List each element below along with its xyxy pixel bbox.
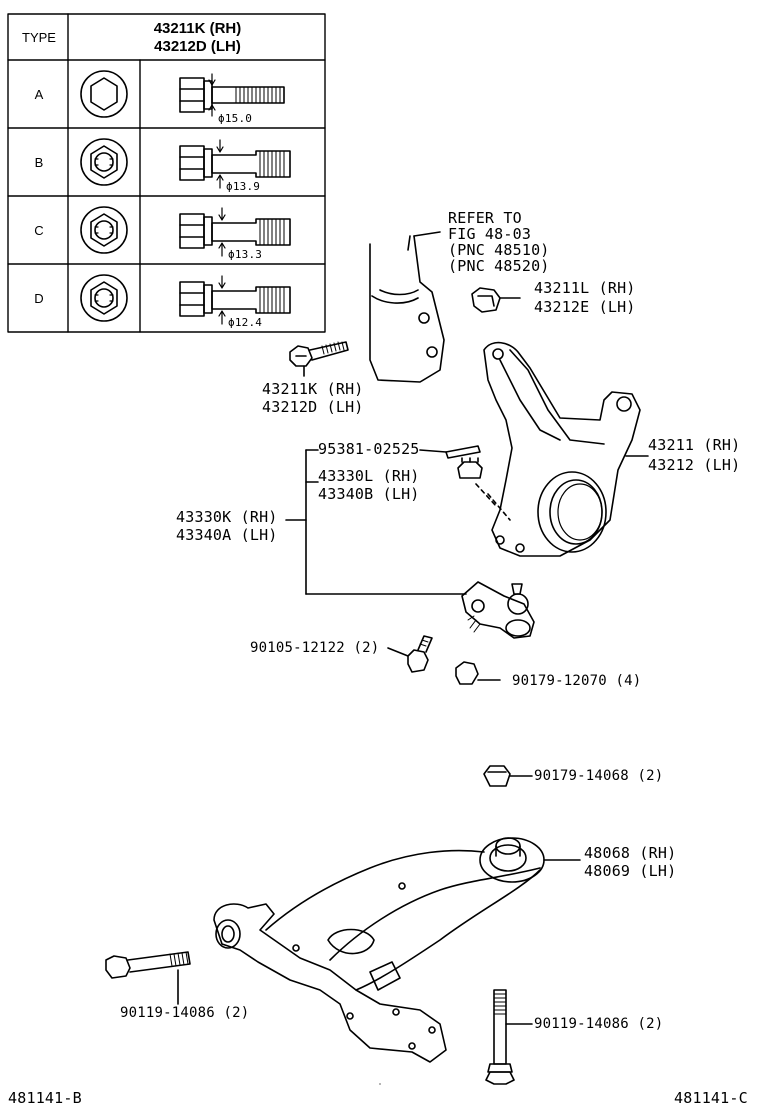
head-view-c (80, 206, 128, 254)
balljoint-bracket-leader (285, 449, 467, 595)
table-row-type: B (34, 155, 44, 170)
refer-note-line-4: (PNC 48520) (448, 257, 550, 275)
label-cotter-pin: 95381-02525 (318, 440, 420, 458)
diagram-code-left: 481141-B (8, 1089, 82, 1107)
label-balljoint-lh: 43340A (LH) (176, 526, 278, 544)
label-knuckle-lh: 43212 (LH) (648, 456, 741, 474)
label-bolt-right: 90119-14086 (2) (534, 1016, 664, 1032)
refer-note-line-2: FIG 48-03 (448, 225, 532, 243)
bolt-side-views (179, 73, 291, 325)
label-nut-90179-14068: 90179-14068 (2) (534, 768, 664, 784)
table-part-header-2: 43212D (LH) (154, 38, 241, 55)
head-view-a (80, 70, 128, 118)
label-knuckle-rh: 43211 (RH) (648, 436, 741, 454)
label-bolt-90105: 90105-12122 (2) (250, 640, 380, 656)
nut-90179-14068 (483, 765, 533, 787)
bolt-43211k (289, 341, 349, 377)
side-view-d (179, 275, 291, 325)
refer-note-line-3: (PNC 48510) (448, 241, 550, 259)
bolt-90119-right (485, 989, 533, 1085)
steering-knuckle (483, 341, 649, 557)
table-row-type: D (34, 291, 44, 306)
table-row-diameter: ϕ12.4 (228, 316, 263, 329)
table-row-diameter: ϕ15.0 (218, 112, 253, 125)
nut-90179-12070 (455, 661, 501, 685)
ball-joint (461, 581, 535, 639)
label-arm-rh: 48068 (RH) (584, 844, 677, 862)
table-row-diameter: ϕ13.3 (228, 248, 263, 261)
side-view-b (179, 139, 291, 189)
table-row-type: A (34, 87, 44, 102)
label-nut-lh: 43212E (LH) (534, 298, 636, 316)
label-bj-nut-rh: 43330L (RH) (318, 467, 420, 485)
strut-outline (369, 231, 445, 383)
table-row-type: C (34, 223, 44, 238)
label-arm-lh: 48069 (LH) (584, 862, 677, 880)
table-type-header: TYPE (22, 30, 56, 45)
castle-nut (457, 457, 511, 521)
lower-control-arm (213, 837, 581, 1063)
bolt-90105 (387, 635, 433, 673)
label-bolt-left: 90119-14086 (2) (120, 1005, 250, 1021)
bolt-head-end-views (80, 70, 128, 322)
bolt-type-table (7, 13, 326, 333)
side-view-a (179, 73, 285, 117)
label-bolt-rh: 43211K (RH) (262, 380, 364, 398)
bolt-90119-left (105, 951, 191, 1005)
head-view-d (80, 274, 128, 322)
table-row-diameter: ϕ13.9 (226, 180, 261, 193)
diagram-code-right: 481141-C (674, 1089, 748, 1107)
label-nut-rh: 43211L (RH) (534, 279, 636, 297)
refer-note-line-1: REFER TO (448, 209, 522, 227)
table-part-header-1: 43211K (RH) (153, 20, 242, 37)
label-bolt-lh: 43212D (LH) (262, 398, 364, 416)
side-view-c (179, 207, 291, 257)
cotter-pin (419, 445, 481, 459)
label-nut-90179-12070: 90179-12070 (4) (512, 673, 642, 689)
nut-43211l (471, 287, 521, 313)
label-balljoint-rh: 43330K (RH) (176, 508, 278, 526)
head-view-b (80, 138, 128, 186)
label-bj-nut-lh: 43340B (LH) (318, 485, 420, 503)
